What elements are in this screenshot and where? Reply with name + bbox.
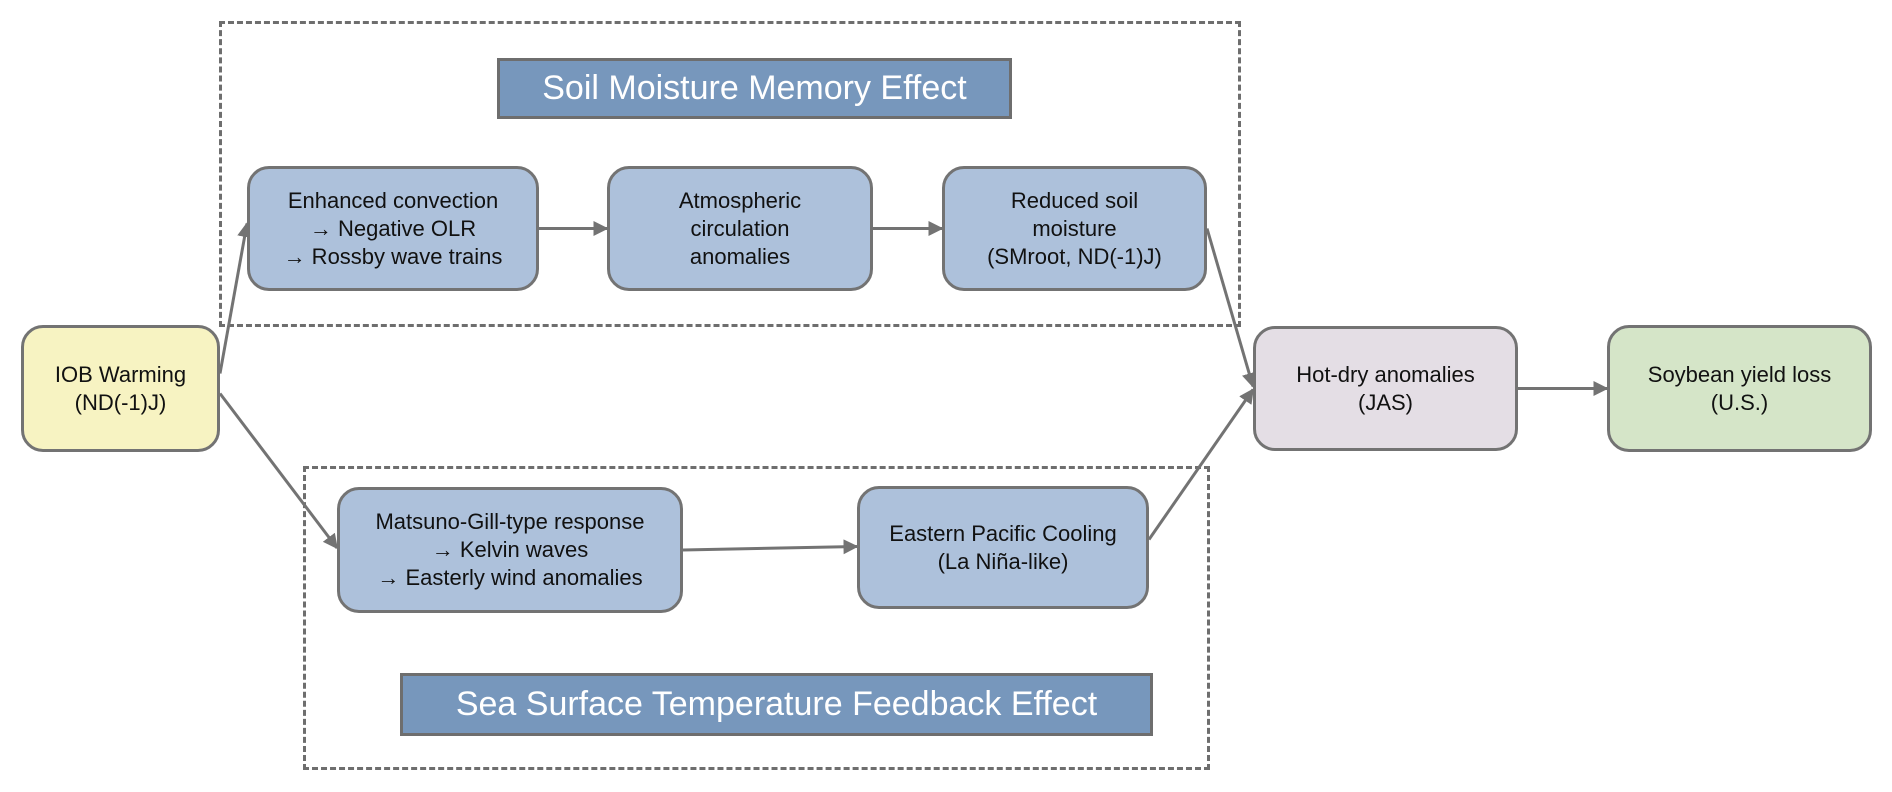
node-line: Hot-dry anomalies [1296, 361, 1475, 387]
soybean-yield-loss-node[interactable]: Soybean yield loss (U.S.) [1607, 325, 1872, 452]
node-line: Enhanced convection [287, 187, 499, 213]
node-line: Atmospheric [678, 187, 802, 213]
node-line: (JAS) [1358, 389, 1413, 415]
node-line: IOB Warming [54, 361, 187, 387]
node-line: Eastern Pacific Cooling [889, 520, 1117, 546]
arrow-matsuno-to-eastern [682, 539, 859, 555]
node-line: Matsuno-Gill-type response [375, 509, 645, 534]
arrow-eastern-to-hotdry [1147, 388, 1255, 541]
sst-feedback-group-frame [303, 466, 1210, 770]
matsuno-gill-response-node[interactable]: Matsuno-Gill-type response → Kelvin wave… [337, 487, 683, 613]
iob-warming-node[interactable]: IOB Warming (ND(-1)J) [21, 325, 220, 452]
soil-moisture-group-title: Soil Moisture Memory Effect [497, 58, 1012, 119]
node-line: anomalies [689, 243, 791, 269]
node-line: Soybean yield loss [1647, 361, 1832, 387]
reduced-soil-moisture-node[interactable]: Reduced soil moisture (SMroot, ND(-1)J) [942, 166, 1207, 291]
node-line: (U.S.) [1710, 389, 1769, 415]
node-line: → Kelvin waves [431, 537, 589, 562]
node-line: (SMroot, ND(-1)J) [987, 243, 1162, 269]
soil-moisture-group-frame [219, 21, 1241, 327]
node-line: → Easterly wind anomalies [377, 565, 643, 590]
hot-dry-anomalies-node[interactable]: Hot-dry anomalies (JAS) [1253, 326, 1518, 451]
node-line: Reduced soil [1010, 187, 1139, 213]
atmospheric-circulation-node[interactable]: Atmospheric circulation anomalies [607, 166, 873, 291]
arrow-iob-to-enhanced [218, 222, 252, 374]
enhanced-convection-node[interactable]: Enhanced convection → Negative OLR → Ros… [247, 166, 539, 291]
node-line: → Rossby wave trains [283, 243, 503, 269]
node-line: circulation [690, 215, 790, 241]
node-line: (La Niña-like) [937, 548, 1069, 574]
node-line: moisture [1032, 215, 1117, 241]
arrow-iob-to-matsuno [218, 392, 339, 550]
node-line: → Negative OLR [309, 215, 477, 241]
arrow-reduced-to-hotdry [1205, 228, 1257, 388]
node-line: (ND(-1)J) [74, 389, 167, 415]
sst-feedback-group-title: Sea Surface Temperature Feedback Effect [400, 673, 1153, 736]
eastern-pacific-cooling-node[interactable]: Eastern Pacific Cooling (La Niña-like) [857, 486, 1149, 609]
